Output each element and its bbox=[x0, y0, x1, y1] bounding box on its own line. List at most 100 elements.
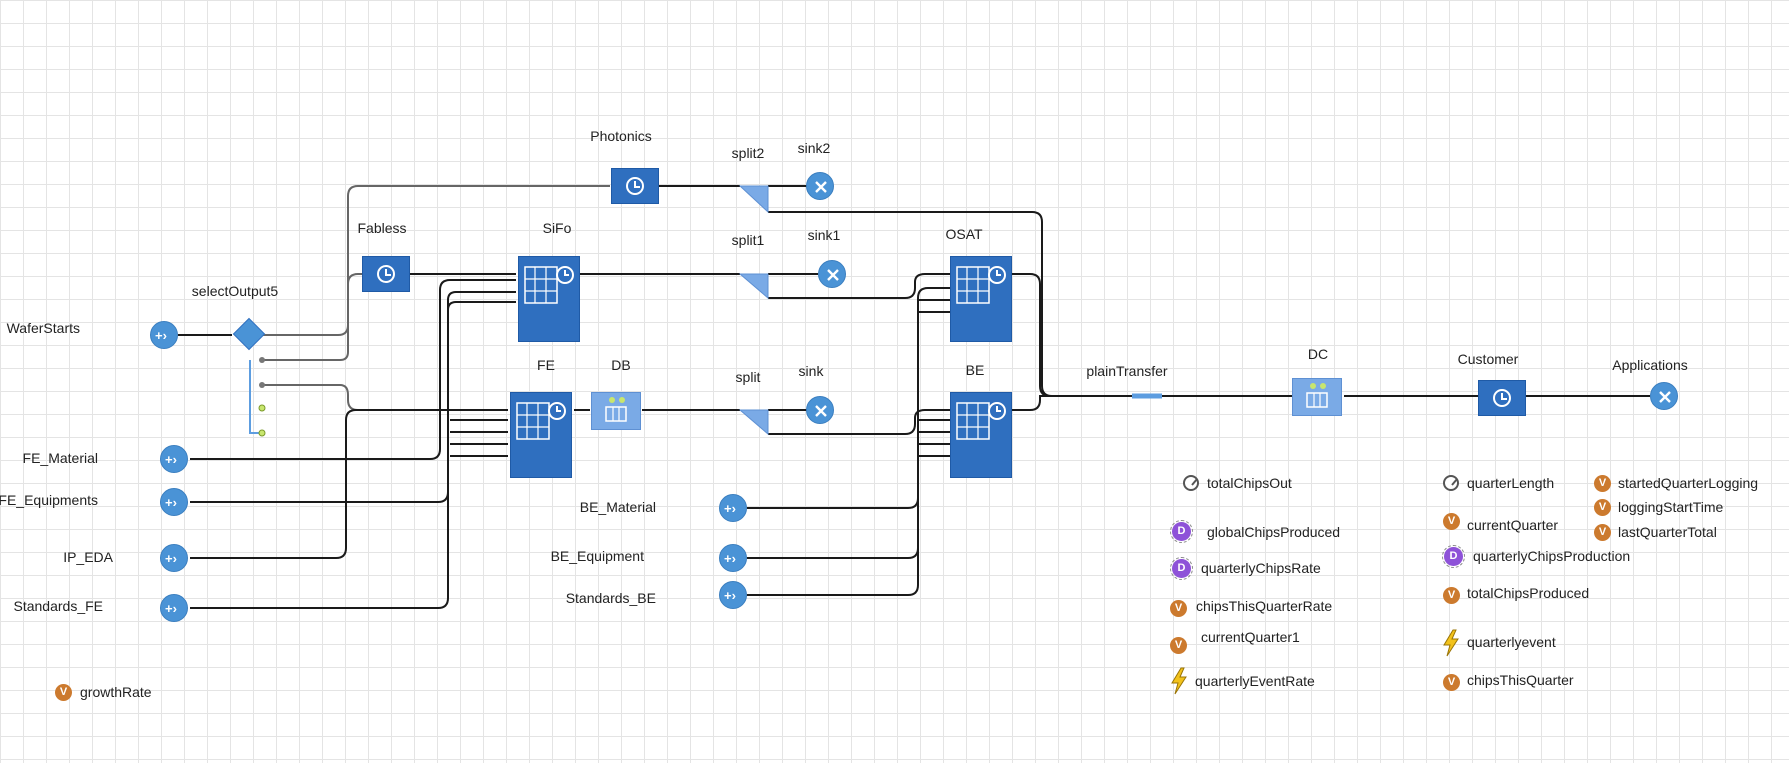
dynamic-variable-icon: D bbox=[1442, 545, 1465, 568]
param-label: growthRate bbox=[80, 684, 152, 700]
source-icon: +› bbox=[724, 551, 736, 565]
photonics-delay-block[interactable] bbox=[611, 168, 659, 204]
param-label: currentQuarter bbox=[1467, 517, 1559, 533]
be-equipment-source[interactable]: +› bbox=[719, 544, 747, 572]
label-select-output5: selectOutput5 bbox=[191, 283, 279, 299]
service-icon bbox=[956, 402, 1006, 440]
osat-service-block[interactable] bbox=[950, 256, 1012, 342]
sink-icon bbox=[1659, 391, 1671, 403]
param-label: chipsThisQuarter bbox=[1467, 672, 1574, 688]
label-sink: sink bbox=[798, 363, 824, 379]
label-wafer-starts: WaferStarts bbox=[6, 320, 80, 336]
param-label: chipsThisQuarterRate bbox=[1196, 598, 1333, 614]
clock-icon bbox=[626, 177, 644, 195]
connector bbox=[249, 360, 262, 434]
label-dc: DC bbox=[1307, 346, 1329, 362]
applications-sink[interactable] bbox=[1650, 382, 1678, 410]
variable-icon: V bbox=[55, 684, 72, 701]
variable-icon: V bbox=[1594, 475, 1611, 492]
label-osat: OSAT bbox=[945, 226, 983, 242]
label-fe-material: FE_Material bbox=[22, 450, 98, 466]
lightning-icon bbox=[1171, 667, 1187, 695]
connector bbox=[262, 273, 362, 361]
label-be-material: BE_Material bbox=[579, 499, 656, 515]
label-fabless: Fabless bbox=[357, 220, 407, 236]
gauge-icon bbox=[1183, 475, 1199, 491]
param-label: quarterlyevent bbox=[1467, 634, 1556, 650]
fe-material-source[interactable]: +› bbox=[160, 445, 188, 473]
svg-text:+›: +› bbox=[724, 551, 736, 565]
svg-text:+›: +› bbox=[165, 551, 177, 565]
select-output-diamond[interactable] bbox=[232, 317, 266, 351]
sink2-block[interactable] bbox=[806, 172, 834, 200]
lightning-icon bbox=[1443, 629, 1459, 657]
sink-icon bbox=[827, 269, 839, 281]
svg-text:+›: +› bbox=[165, 495, 177, 509]
be-service-block[interactable] bbox=[950, 392, 1012, 478]
source-icon: +› bbox=[165, 495, 177, 509]
label-split: split bbox=[735, 369, 761, 385]
standards-fe-source[interactable]: +› bbox=[160, 594, 188, 622]
connector bbox=[768, 273, 950, 299]
label-standards-be: Standards_BE bbox=[565, 590, 656, 606]
label-fe-equipments: FE_Equipments bbox=[0, 492, 98, 508]
customer-delay-block[interactable] bbox=[1478, 380, 1526, 416]
label-plain-transfer: plainTransfer bbox=[1086, 363, 1168, 379]
split1-shape[interactable] bbox=[738, 273, 769, 300]
db-queue-block[interactable] bbox=[591, 392, 641, 430]
label-sink2: sink2 bbox=[797, 140, 831, 156]
param-label: loggingStartTime bbox=[1618, 499, 1724, 515]
label-be: BE bbox=[965, 362, 985, 378]
svg-text:+›: +› bbox=[165, 601, 177, 615]
label-ip-eda: IP_EDA bbox=[63, 549, 113, 565]
param-label: globalChipsProduced bbox=[1207, 524, 1341, 540]
param-label: totalChipsProduced bbox=[1467, 585, 1590, 601]
connector bbox=[190, 279, 516, 460]
sink-block[interactable] bbox=[806, 396, 834, 424]
fabless-delay-block[interactable] bbox=[362, 256, 410, 292]
variable-icon: V bbox=[1170, 637, 1187, 654]
param-label: lastQuarterTotal bbox=[1618, 524, 1717, 540]
param-label: startedQuarterLogging bbox=[1618, 475, 1759, 491]
source-icon: +› bbox=[165, 452, 177, 466]
sink-icon bbox=[815, 405, 827, 417]
service-icon bbox=[956, 266, 1006, 304]
queue-icon bbox=[1306, 383, 1328, 408]
label-photonics: Photonics bbox=[590, 128, 652, 144]
connector bbox=[768, 409, 950, 435]
source-icon: +› bbox=[165, 551, 177, 565]
source-icon: +› bbox=[155, 328, 167, 342]
fe-service-block[interactable] bbox=[510, 392, 572, 478]
be-material-source[interactable]: +› bbox=[719, 494, 747, 522]
variable-icon: V bbox=[1170, 600, 1187, 617]
label-applications: Applications bbox=[1612, 357, 1688, 373]
standards-be-source[interactable]: +› bbox=[719, 581, 747, 609]
label-fe: FE bbox=[537, 357, 555, 373]
connector bbox=[262, 384, 508, 411]
svg-text:+›: +› bbox=[155, 328, 167, 342]
split-shape[interactable] bbox=[738, 409, 769, 436]
fe-equipments-source[interactable]: +› bbox=[160, 488, 188, 516]
label-split1: split1 bbox=[731, 232, 765, 248]
connector bbox=[262, 185, 610, 336]
variable-icon: V bbox=[1443, 674, 1460, 691]
source-icon: +› bbox=[165, 601, 177, 615]
gauge-icon bbox=[1443, 475, 1459, 491]
service-icon bbox=[516, 402, 566, 440]
dc-queue-block[interactable] bbox=[1292, 378, 1342, 416]
variable-icon: V bbox=[1443, 513, 1460, 530]
label-standards-fe: Standards_FE bbox=[13, 598, 104, 614]
label-db: DB bbox=[611, 357, 631, 373]
wafer-starts-source[interactable]: +› bbox=[150, 321, 178, 349]
split2-shape[interactable] bbox=[738, 185, 769, 214]
connector bbox=[747, 287, 950, 509]
source-icon: +› bbox=[724, 501, 736, 515]
ip-eda-source[interactable]: +› bbox=[160, 544, 188, 572]
sifo-service-block[interactable] bbox=[518, 256, 580, 342]
param-label: totalChipsOut bbox=[1207, 475, 1292, 491]
param-label: quarterLength bbox=[1467, 475, 1555, 491]
sink1-block[interactable] bbox=[818, 260, 846, 288]
dynamic-variable-icon: D bbox=[1170, 557, 1193, 580]
